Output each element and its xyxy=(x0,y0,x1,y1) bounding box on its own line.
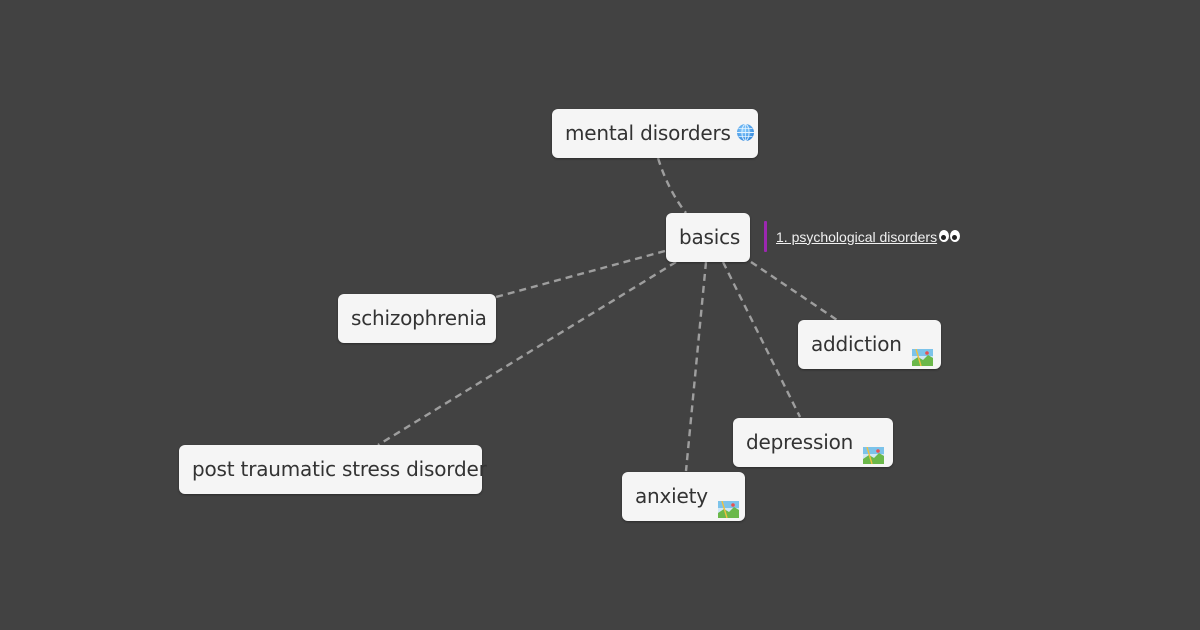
map-icon xyxy=(863,433,885,465)
node-post-traumatic-stress-disorder[interactable]: post traumatic stress disorder xyxy=(179,445,487,494)
globe-icon xyxy=(736,124,754,141)
node-label: addiction xyxy=(811,332,902,356)
node-label: basics xyxy=(679,225,741,249)
edge-basics-mental-disorders xyxy=(656,157,687,214)
map-icon xyxy=(717,487,739,519)
edge-basics-schizophrenia xyxy=(495,249,666,299)
node-label: mental disorders xyxy=(565,121,731,145)
node-anxiety[interactable]: anxiety xyxy=(622,472,745,521)
psychological-disorders-link[interactable]: 1. psychological disorders xyxy=(776,228,938,245)
edge-basics-ptsd xyxy=(377,260,677,447)
edge-basics-depression xyxy=(721,261,802,418)
link-accent-bar xyxy=(764,221,767,252)
node-label: anxiety xyxy=(635,484,708,508)
node-schizophrenia[interactable]: schizophrenia xyxy=(338,294,496,343)
node-label: schizophrenia xyxy=(351,306,487,330)
eyes-icon xyxy=(939,229,961,242)
node-mental-disorders[interactable]: mental disorders xyxy=(552,109,758,158)
map-icon xyxy=(911,335,933,367)
node-label: post traumatic stress disorder xyxy=(192,457,487,481)
edge-basics-anxiety xyxy=(684,261,708,472)
node-addiction[interactable]: addiction xyxy=(798,320,941,369)
link-note: 1. psychological disorders xyxy=(764,221,961,252)
node-label: depression xyxy=(746,430,854,454)
node-depression[interactable]: depression xyxy=(733,418,893,467)
edge-basics-addiction xyxy=(750,261,838,321)
node-basics[interactable]: basics xyxy=(666,213,750,262)
